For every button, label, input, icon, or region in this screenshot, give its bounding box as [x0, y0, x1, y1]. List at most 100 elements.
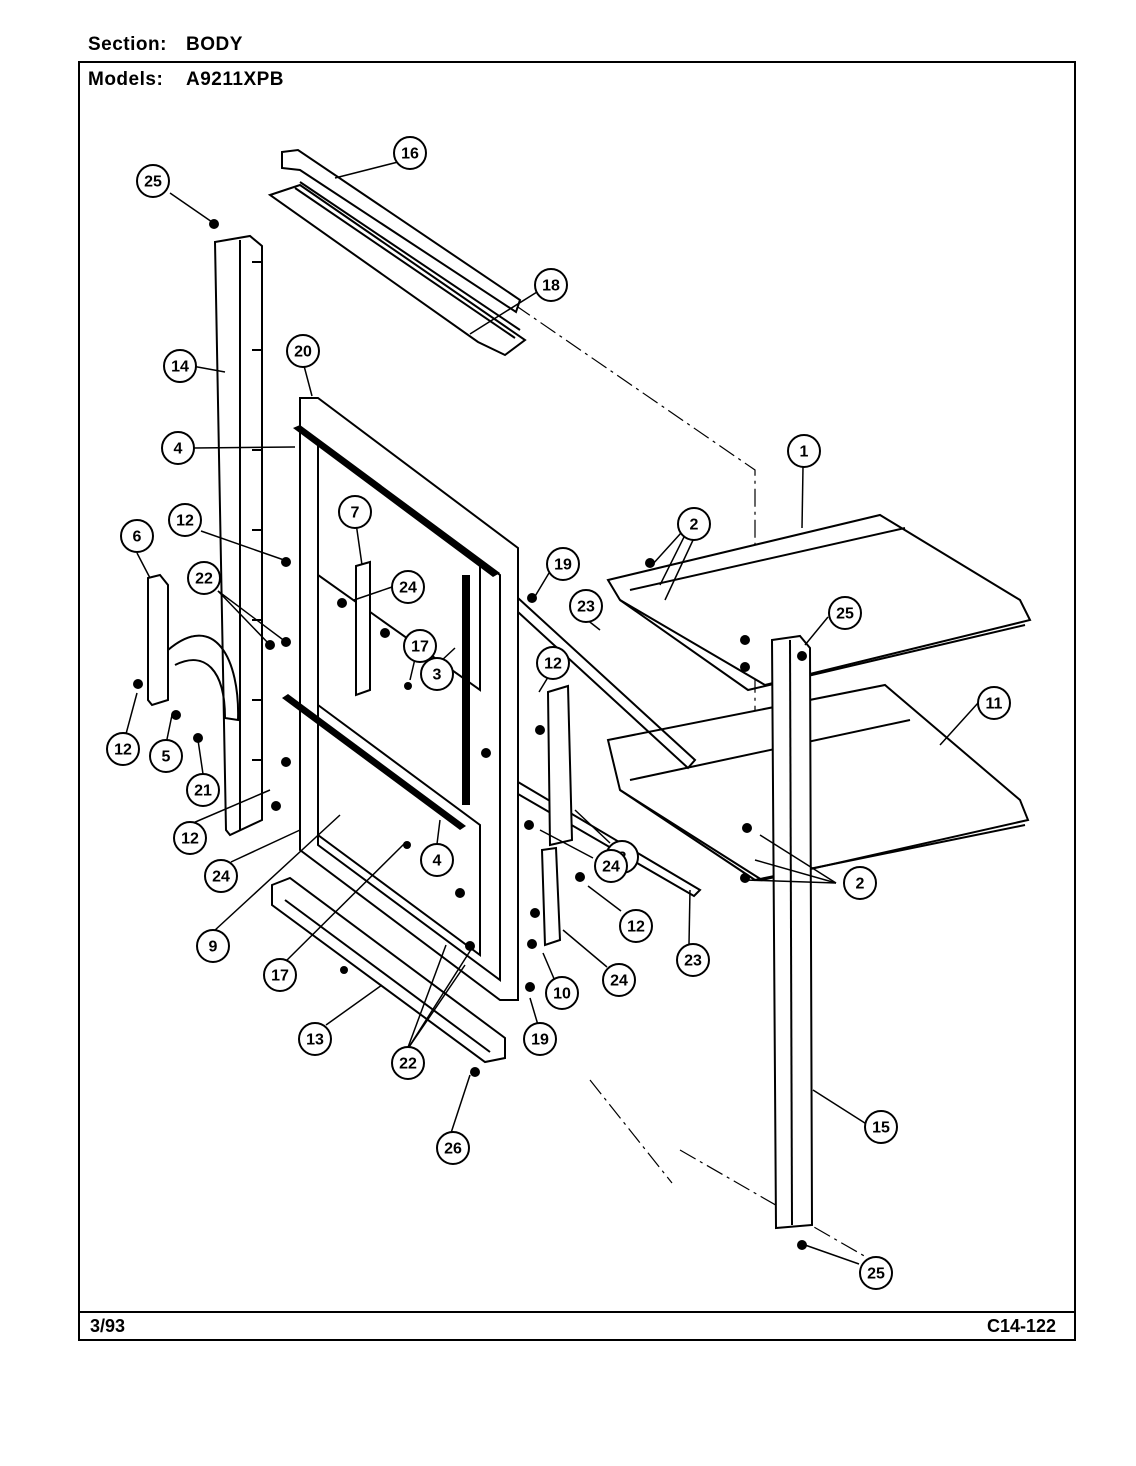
- callout-5: 5: [149, 739, 183, 773]
- callout-7: 7: [338, 495, 372, 529]
- callout-11: 11: [977, 686, 1011, 720]
- callout-23: 23: [569, 589, 603, 623]
- callout-circle: [186, 773, 220, 807]
- callout-circle: [168, 503, 202, 537]
- center-line-lower-left: [589, 1079, 673, 1184]
- callout-label: 25: [144, 174, 162, 191]
- models-label: Models:: [88, 69, 164, 90]
- callout-16: 16: [393, 136, 427, 170]
- callout-label: 22: [399, 1056, 417, 1073]
- callout-circle: [828, 596, 862, 630]
- callout-circle: [161, 431, 195, 465]
- callout-circle: [534, 268, 568, 302]
- callout-label: 24: [212, 869, 230, 886]
- footer-code: C14-122: [986, 1316, 1056, 1336]
- models-value: A9211XPB: [186, 69, 285, 90]
- callout-label: 13: [306, 1032, 324, 1049]
- callout-label: 11: [986, 696, 1003, 713]
- callout-circle: [619, 909, 653, 943]
- callout-circle: [187, 561, 221, 595]
- callout-23: 23: [676, 943, 710, 977]
- callout-circle: [286, 334, 320, 368]
- footer-divider: [78, 1311, 1076, 1313]
- part-16-top-trim: [267, 148, 527, 357]
- callout-25: 25: [859, 1256, 893, 1290]
- callout-12: 12: [168, 503, 202, 537]
- callout-24: 24: [391, 570, 425, 604]
- callout-circle: [677, 507, 711, 541]
- callout-10: 10: [545, 976, 579, 1010]
- callout-label: 24: [602, 859, 620, 876]
- callout-label: 16: [401, 146, 419, 163]
- callout-12: 12: [536, 646, 570, 680]
- callout-circle: [393, 136, 427, 170]
- callout-label: 12: [544, 656, 562, 673]
- callout-label: 17: [411, 639, 429, 656]
- callout-17: 17: [263, 958, 297, 992]
- callout-circle: [173, 821, 207, 855]
- part-23-side-strips: [517, 597, 702, 898]
- part-6-left-hinge: [147, 573, 240, 722]
- callout-26: 26: [436, 1131, 470, 1165]
- callout-label: 10: [553, 986, 571, 1003]
- callout-12: 12: [619, 909, 653, 943]
- callout-label: 14: [171, 359, 189, 376]
- models-heading: Models: A9211XPB: [88, 69, 284, 91]
- callout-layer: 2516181420412612722241925231712311125218…: [106, 136, 1011, 1290]
- callout-12: 12: [106, 732, 140, 766]
- callout-25: 25: [828, 596, 862, 630]
- callout-19: 19: [523, 1022, 557, 1056]
- callout-circle: [536, 646, 570, 680]
- callout-circle: [977, 686, 1011, 720]
- callout-label: 24: [610, 973, 628, 990]
- callout-circle: [436, 1131, 470, 1165]
- callout-circle: [391, 1046, 425, 1080]
- callout-25: 25: [136, 164, 170, 198]
- callout-20: 20: [286, 334, 320, 368]
- callout-label: 5: [162, 749, 171, 766]
- center-line-lower-right: [679, 1149, 881, 1266]
- callout-circle: [864, 1110, 898, 1144]
- callout-15: 15: [864, 1110, 898, 1144]
- callout-circle: [106, 732, 140, 766]
- part-15-right-rail: [770, 634, 814, 1230]
- callout-circle: [136, 164, 170, 198]
- callout-9: 9: [196, 929, 230, 963]
- part-13-bottom-trim: [271, 876, 506, 1064]
- callout-label: 19: [554, 557, 572, 574]
- callout-label: 7: [351, 505, 360, 522]
- callout-22: 22: [187, 561, 221, 595]
- callout-24: 24: [204, 859, 238, 893]
- callout-circle: [163, 349, 197, 383]
- callout-label: 19: [531, 1032, 549, 1049]
- callout-18: 18: [534, 268, 568, 302]
- callout-2: 2: [843, 866, 877, 900]
- callout-label: 23: [577, 599, 595, 616]
- callout-4: 4: [161, 431, 195, 465]
- part-11-lower-shelf-rail: [606, 683, 1030, 882]
- callout-circle: [403, 629, 437, 663]
- callout-label: 21: [194, 783, 212, 800]
- callout-circle: [298, 1022, 332, 1056]
- callout-4: 4: [420, 843, 454, 877]
- callout-circle: [523, 1022, 557, 1056]
- callout-label: 18: [542, 278, 560, 295]
- callout-label: 12: [176, 513, 194, 530]
- section-heading: Section:BODY: [88, 34, 243, 56]
- callout-circle: [420, 843, 454, 877]
- callout-label: 22: [195, 571, 213, 588]
- callout-label: 23: [684, 953, 702, 970]
- callout-circle: [602, 963, 636, 997]
- callout-label: 4: [433, 853, 442, 870]
- callout-circle: [545, 976, 579, 1010]
- diagram-frame: [78, 61, 1076, 1341]
- footer-date: 3/93: [90, 1316, 126, 1336]
- callout-label: 17: [271, 968, 289, 985]
- callout-circle: [594, 849, 628, 883]
- callout-circle: [149, 739, 183, 773]
- callout-3: 3: [420, 657, 454, 691]
- callout-circle: [338, 495, 372, 529]
- callout-label: 2: [690, 517, 699, 534]
- callout-label: 3: [433, 667, 442, 684]
